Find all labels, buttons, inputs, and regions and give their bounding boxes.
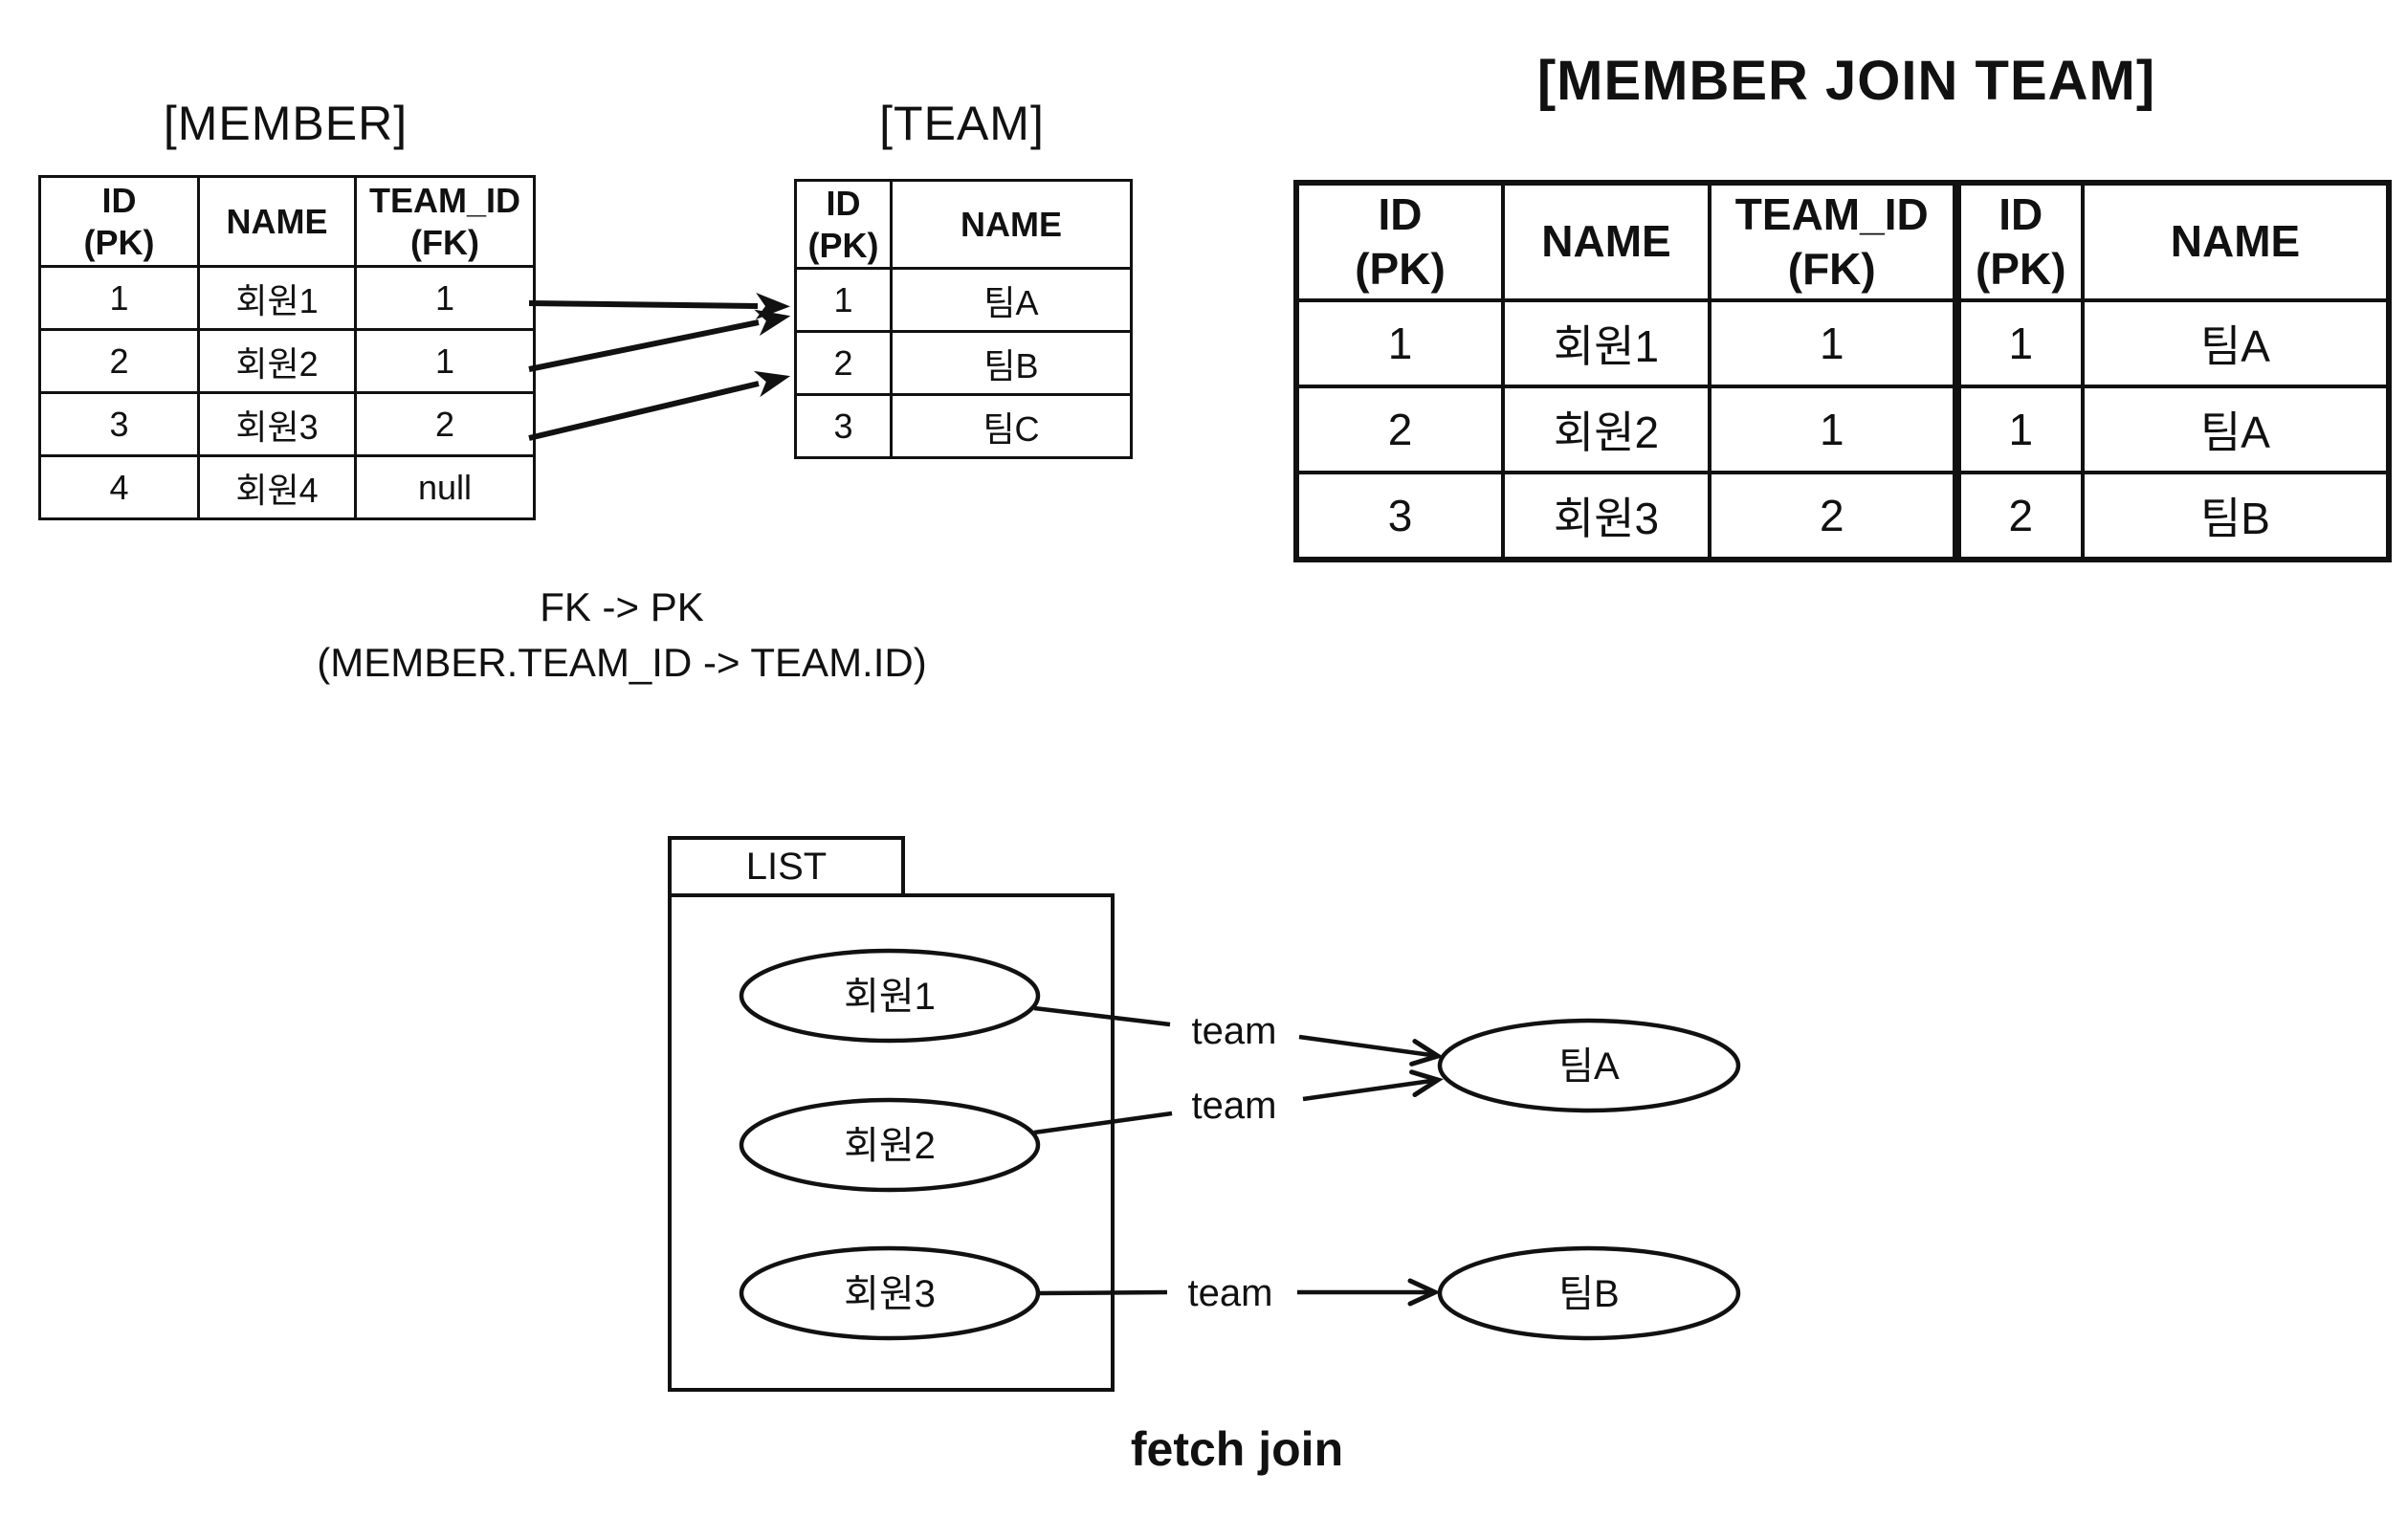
team-edge-label-2: team <box>1192 1085 1277 1127</box>
member-table-title: [MEMBER] <box>163 97 409 150</box>
team-edge-label-1: team <box>1192 1010 1277 1052</box>
table-cell: 1 <box>1708 385 1958 474</box>
fetch-join-caption: fetch join <box>1130 1422 1344 1476</box>
member2-ellipse <box>739 1097 1041 1193</box>
column-header: TEAM_ID (FK) <box>1708 181 1958 302</box>
table-row: 3 팀C <box>794 393 1133 459</box>
member3-team-stub <box>1037 1289 1168 1296</box>
column-header: TEAM_ID (FK) <box>354 175 536 268</box>
table-cell: 2 <box>794 330 893 396</box>
fk-arrow-member1-to-teamA <box>528 292 790 319</box>
fk-arrow-member2-to-teamA <box>528 309 791 372</box>
table-cell: 회원2 <box>1501 385 1711 474</box>
column-header: NAME <box>2081 181 2391 302</box>
table-cell: 2 <box>1294 385 1505 474</box>
column-header: ID (PK) <box>38 175 200 268</box>
table-row: 2 회원2 1 1 팀A <box>1294 385 2391 474</box>
member1-team-stub <box>1033 1005 1171 1027</box>
member2-label: 회원2 <box>844 1125 936 1167</box>
table-cell: 팀B <box>890 330 1133 396</box>
table-cell: 팀A <box>890 267 1133 333</box>
join-table-title: [MEMBER JOIN TEAM] <box>1536 50 2156 112</box>
list-label: LIST <box>746 846 827 888</box>
member2-team-stub <box>1033 1111 1173 1135</box>
table-row: 1 회원1 1 <box>38 265 536 331</box>
member-join-team-table: ID (PK) NAME TEAM_ID (FK) ID (PK) NAME 1… <box>1293 180 2392 562</box>
fk-pk-caption-line2: (MEMBER.TEAM_ID -> TEAM.ID) <box>317 639 927 685</box>
team-edge-label-3: team <box>1188 1272 1273 1314</box>
table-cell: 3 <box>38 391 200 457</box>
team-header-row: ID (PK) NAME <box>794 179 1133 270</box>
team-table-title: [TEAM] <box>879 97 1045 150</box>
table-cell: 팀A <box>2081 298 2391 388</box>
fk-pk-caption: FK -> PK (MEMBER.TEAM_ID -> TEAM.ID) <box>287 580 957 691</box>
table-cell: 1 <box>1294 298 1505 388</box>
table-cell: 회원3 <box>197 391 357 457</box>
member3-label: 회원3 <box>844 1273 936 1315</box>
table-cell: 1 <box>794 267 893 333</box>
column-header: NAME <box>890 179 1133 270</box>
table-cell: 1 <box>1952 385 2085 474</box>
column-header: NAME <box>1501 181 1711 302</box>
table-cell: 회원1 <box>197 265 357 331</box>
member-table: ID (PK) NAME TEAM_ID (FK) 1 회원1 1 2 회원2 … <box>38 175 536 520</box>
table-row: 3 회원3 2 2 팀B <box>1294 471 2391 561</box>
table-cell: 2 <box>1952 471 2085 561</box>
column-header: ID (PK) <box>794 179 893 270</box>
table-row: 1 회원1 1 1 팀A <box>1294 298 2391 388</box>
table-cell: 4 <box>38 454 200 520</box>
table-cell: 2 <box>1708 471 1958 561</box>
member-header-row: ID (PK) NAME TEAM_ID (FK) <box>38 175 536 268</box>
table-row: 3 회원3 2 <box>38 391 536 457</box>
table-cell: 1 <box>354 328 536 394</box>
teamA-label: 팀A <box>1558 1045 1620 1088</box>
table-cell: 3 <box>1294 471 1505 561</box>
fk-arrow-member3-to-teamB <box>528 370 791 441</box>
table-row: 2 회원2 1 <box>38 328 536 394</box>
member1-ellipse <box>739 948 1041 1044</box>
ref-arrow-member1-to-teamA <box>1298 1034 1444 1067</box>
table-cell: 3 <box>794 393 893 459</box>
teamB-label: 팀B <box>1558 1273 1619 1315</box>
table-cell: 회원1 <box>1501 298 1711 388</box>
table-cell: 팀C <box>890 393 1133 459</box>
fk-pk-caption-line1: FK -> PK <box>540 584 704 629</box>
member1-label: 회원1 <box>844 976 936 1018</box>
teamB-ellipse <box>1437 1245 1741 1341</box>
teamA-ellipse <box>1437 1018 1741 1113</box>
table-cell: 1 <box>38 265 200 331</box>
column-header: ID (PK) <box>1952 181 2085 302</box>
table-cell: 2 <box>354 391 536 457</box>
team-table: ID (PK) NAME 1 팀A 2 팀B 3 팀C <box>794 179 1133 459</box>
table-cell: 1 <box>354 265 536 331</box>
table-cell: 회원2 <box>197 328 357 394</box>
table-row: 4 회원4 null <box>38 454 536 520</box>
table-cell: 팀A <box>2081 385 2391 474</box>
table-cell: 2 <box>38 328 200 394</box>
table-cell: 1 <box>1708 298 1958 388</box>
table-cell: 팀B <box>2081 471 2391 561</box>
column-header: NAME <box>197 175 357 268</box>
table-cell: 회원3 <box>1501 471 1711 561</box>
ref-arrow-member2-to-teamA <box>1302 1069 1444 1102</box>
list-tab <box>668 836 905 897</box>
table-cell: 회원4 <box>197 454 357 520</box>
table-row: 2 팀B <box>794 330 1133 396</box>
member3-ellipse <box>739 1245 1041 1341</box>
table-row: 1 팀A <box>794 267 1133 333</box>
table-cell: 1 <box>1952 298 2085 388</box>
join-header-row: ID (PK) NAME TEAM_ID (FK) ID (PK) NAME <box>1294 181 2391 302</box>
table-cell: null <box>354 454 536 520</box>
column-header: ID (PK) <box>1294 181 1505 302</box>
list-box <box>668 893 1115 1392</box>
